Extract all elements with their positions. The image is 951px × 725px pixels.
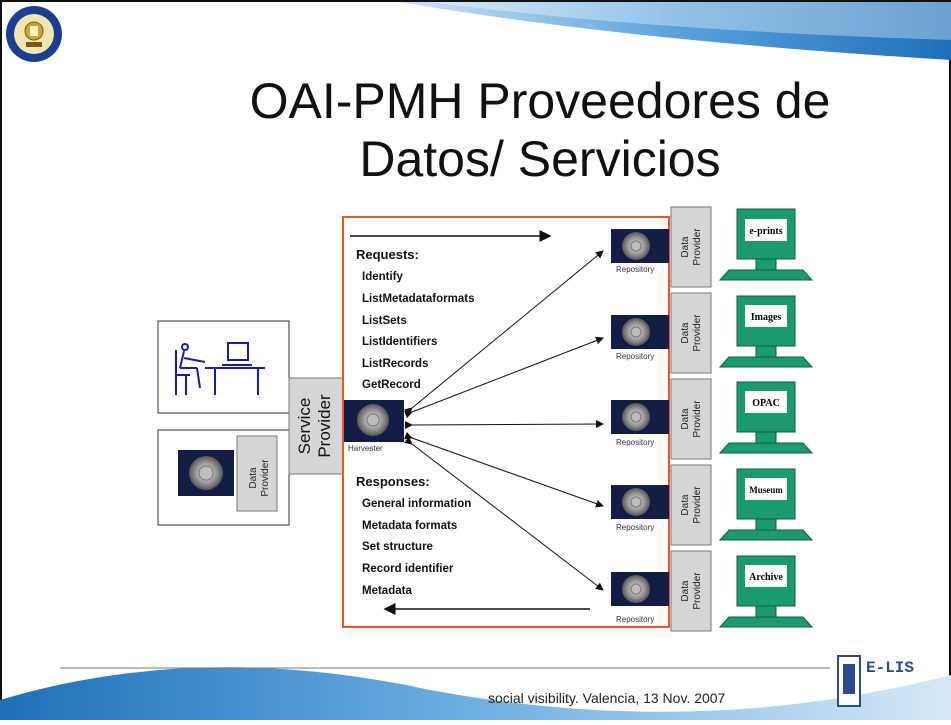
- response-item: General information: [362, 498, 471, 510]
- response-item: Record identifier: [362, 563, 454, 575]
- repository-row: Repository Data Provider: [611, 464, 712, 546]
- data-provider-label-1: Data: [680, 236, 691, 258]
- terminal-label: Images: [751, 312, 782, 323]
- top-wave: [400, 2, 951, 60]
- user-at-computer-icon: [175, 342, 265, 395]
- terminal-icon: Archive: [718, 555, 814, 628]
- responses-heading: Responses:: [356, 474, 430, 489]
- footer-text: social visibility. Valencia, 13 Nov. 200…: [488, 690, 726, 706]
- data-provider-label-2: Provider: [692, 486, 703, 524]
- terminal-label: Archive: [749, 572, 783, 583]
- harvest-arrows: [404, 250, 604, 591]
- repository-label: Repository: [616, 615, 654, 624]
- title-line-2: Datos/ Servicios: [359, 131, 721, 187]
- data-provider-label-1: Data: [680, 580, 691, 602]
- request-item: GetRecord: [362, 379, 421, 391]
- service-provider-label-2: Provider: [315, 394, 334, 458]
- terminal-icon: Museum: [718, 468, 814, 541]
- request-item: ListIdentifiers: [362, 336, 437, 348]
- terminal-icon: e-prints: [718, 208, 814, 281]
- response-item: Metadata: [362, 585, 412, 597]
- request-item: ListRecords: [362, 358, 428, 370]
- university-seal-icon: [6, 6, 62, 62]
- data-provider-label-1: Data: [680, 322, 691, 344]
- service-provider-label-1: Service: [295, 398, 314, 455]
- data-provider-label-2: Provider: [692, 314, 703, 352]
- request-item: Identify: [362, 271, 403, 283]
- harvester-label: Harvester: [348, 444, 383, 453]
- request-item: ListSets: [362, 315, 407, 327]
- e-lis-logo: E-LIS: [836, 650, 936, 712]
- requests-heading: Requests:: [356, 247, 419, 262]
- left-data-provider-box: Data Provider: [157, 429, 290, 526]
- terminal-label: Museum: [749, 485, 783, 495]
- data-provider-label-1: Data: [680, 408, 691, 430]
- left-data-provider-label-1: Data: [248, 467, 259, 489]
- data-provider-label-1: Data: [680, 494, 691, 516]
- harvester-node: Harvester: [344, 400, 404, 454]
- terminal-icon: Images: [718, 295, 814, 368]
- data-provider-label-2: Provider: [692, 400, 703, 438]
- repository-label: Repository: [616, 438, 654, 447]
- repository-label: Repository: [616, 523, 654, 532]
- repository-label: Repository: [616, 265, 654, 274]
- repository-label: Repository: [616, 352, 654, 361]
- response-item: Metadata formats: [362, 520, 457, 532]
- user-workstation-box: [157, 320, 290, 414]
- repository-row: Repository Data Provider: [611, 206, 712, 288]
- data-provider-label-2: Provider: [692, 228, 703, 266]
- terminal-label: OPAC: [752, 398, 780, 409]
- data-provider-label-2: Provider: [692, 572, 703, 610]
- service-provider-box: Service Provider: [288, 377, 344, 475]
- repository-row: Repository Data Provider: [611, 550, 712, 632]
- repository-row: Repository Data Provider: [611, 378, 712, 460]
- slide-title: OAI-PMH Proveedores de Datos/ Servicios: [160, 72, 920, 188]
- repository-row: Repository Data Provider: [611, 292, 712, 374]
- left-data-provider-label-2: Provider: [260, 459, 271, 497]
- terminal-icon: OPAC: [718, 381, 814, 454]
- title-line-1: OAI-PMH Proveedores de: [249, 73, 831, 129]
- request-item: ListMetadataformats: [362, 293, 474, 305]
- terminal-label: e-prints: [749, 226, 782, 237]
- bottom-wave: [0, 667, 951, 720]
- e-lis-logo-text: E-LIS: [866, 659, 914, 677]
- response-item: Set structure: [362, 541, 433, 553]
